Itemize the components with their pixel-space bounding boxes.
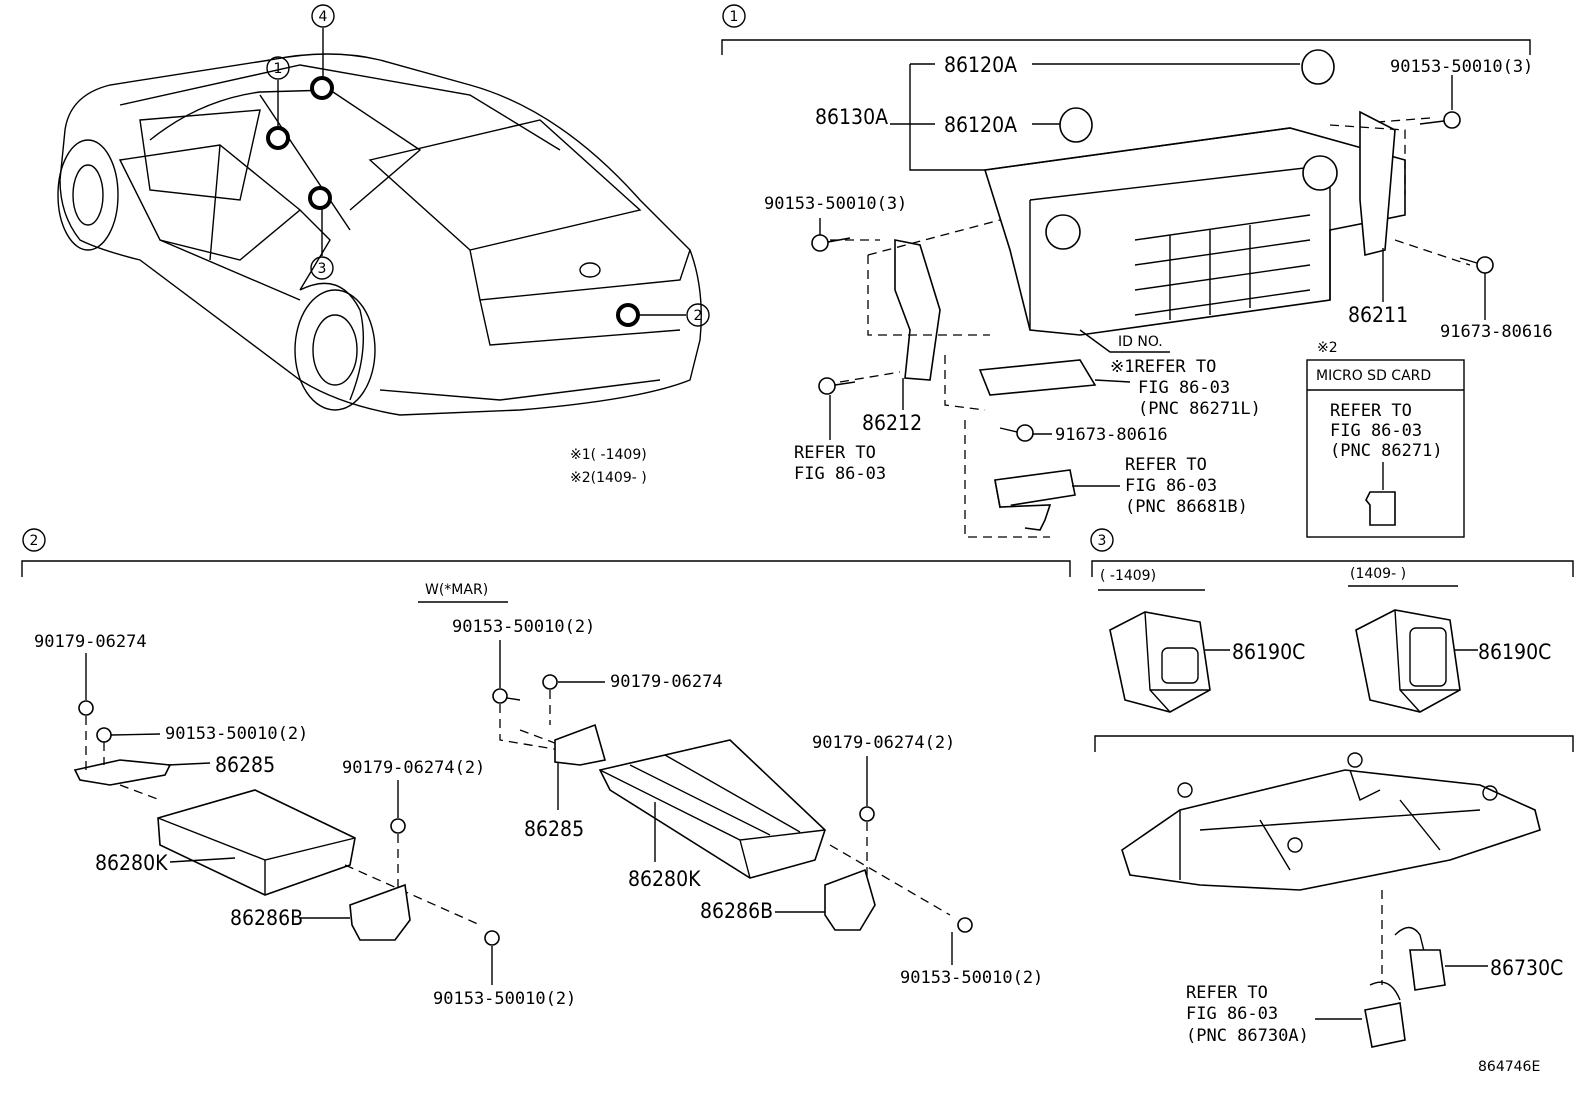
sd-title: MICRO SD CARD [1316, 368, 1431, 384]
label-90153-50010-3-left: 90153-50010(3) [764, 194, 907, 214]
range-b: (1409- ) [1350, 566, 1406, 582]
label-id-no: ID NO. [1118, 334, 1163, 350]
section-1: 1 86120A 86120A 86130A 90153- [721, 4, 1553, 538]
note-2: ※2(1409- ) [570, 470, 647, 486]
r-90153-50010-2-bottom: 90153-50010(2) [900, 968, 1043, 988]
ref-left-line1: REFER TO [794, 443, 876, 463]
l-90179-06274-2: 90179-06274(2) [342, 758, 485, 778]
section-3-callout: 3 [1098, 533, 1107, 549]
l-90153-50010-2-bottom: 90153-50010(2) [433, 989, 576, 1009]
section-1-callout: 1 [730, 9, 739, 25]
label-91673-80616-right: 91673-80616 [1440, 322, 1553, 342]
section-3: 3 ( -1409) (1409- ) 86190C 86190C 86730C [1090, 528, 1574, 1048]
car-callouts: 1 4 3 2 [266, 4, 710, 327]
r-86280K: 86280K [628, 867, 701, 891]
sd-mark: ※2 [1317, 340, 1338, 356]
r-86285: 86285 [524, 817, 584, 841]
label-86130A: 86130A [815, 105, 888, 129]
label-86211: 86211 [1348, 303, 1408, 327]
l-90179-06274: 90179-06274 [34, 632, 147, 652]
ref3-line2: FIG 86-03 [1186, 1004, 1278, 1024]
label-86190C-b: 86190C [1478, 640, 1551, 664]
label-91673-80616-bottom: 91673-80616 [1055, 425, 1168, 445]
label-86120A-top: 86120A [944, 53, 1017, 77]
r-90179-06274: 90179-06274 [610, 672, 723, 692]
wmar-label: W(*MAR) [425, 582, 488, 598]
l-90153-50010-2: 90153-50010(2) [165, 724, 308, 744]
callout-2: 2 [694, 308, 703, 324]
ref1-line3: (PNC 86271L) [1138, 399, 1261, 419]
sd-ref-line2: FIG 86-03 [1330, 421, 1422, 441]
l-86280K: 86280K [95, 851, 168, 875]
ref2-line3: (PNC 86681B) [1125, 497, 1248, 517]
r-90153-50010-2: 90153-50010(2) [452, 617, 595, 637]
sd-ref-line1: REFER TO [1330, 401, 1412, 421]
ref1-line1: ※1REFER TO [1110, 357, 1216, 377]
r-90179-06274-2: 90179-06274(2) [812, 733, 955, 753]
label-90153-50010-3-right: 90153-50010(3) [1390, 57, 1533, 77]
section-2-callout: 2 [30, 533, 39, 549]
label-86730C: 86730C [1490, 956, 1563, 980]
range-a: ( -1409) [1100, 568, 1156, 584]
l-86285: 86285 [215, 753, 275, 777]
ref1-line2: FIG 86-03 [1138, 378, 1230, 398]
ref2-line2: FIG 86-03 [1125, 476, 1217, 496]
callout-3: 3 [318, 261, 327, 277]
label-86120A: 86120A [944, 113, 1017, 137]
car-overview [57, 53, 702, 416]
ref3-line1: REFER TO [1186, 983, 1268, 1003]
ref2-line1: REFER TO [1125, 455, 1207, 475]
ref-left-line2: FIG 86-03 [794, 464, 886, 484]
section-2: 2 W(*MAR) 90179-06274 90153-50010(2) 862… [21, 528, 1071, 1009]
callout-1: 1 [274, 61, 283, 77]
sd-ref-line3: (PNC 86271) [1330, 441, 1443, 461]
r-86286B: 86286B [700, 899, 773, 923]
l-86286B: 86286B [230, 906, 303, 930]
figure-id: 864746E [1478, 1059, 1540, 1075]
note-1: ※1( -1409) [570, 447, 647, 463]
callout-4: 4 [319, 9, 328, 25]
ref3-line3: (PNC 86730A) [1186, 1026, 1309, 1046]
label-86190C-a: 86190C [1232, 640, 1305, 664]
label-86212: 86212 [862, 411, 922, 435]
